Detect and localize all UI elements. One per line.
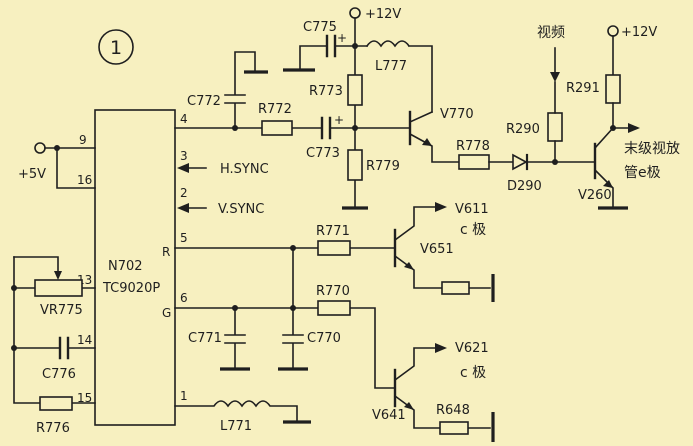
r291-label: R291 (566, 81, 600, 96)
r779-label: R779 (366, 159, 400, 174)
c775-label: C775 (303, 20, 337, 35)
v641-label: V641 (372, 408, 406, 423)
final-video-label-1: 末级视放 (624, 141, 680, 157)
pin-9-label: 9 (79, 133, 87, 147)
v611-label: V611 (455, 202, 489, 217)
r770-resistor (317, 300, 351, 316)
r776-label: R776 (36, 421, 70, 436)
pin-16-label: 16 (77, 173, 92, 187)
plus5v-label: +5V (18, 167, 46, 182)
r291-resistor (605, 74, 621, 104)
r290-resistor (547, 112, 563, 142)
figure-number: 1 (98, 29, 134, 65)
r648-label: R648 (436, 403, 470, 418)
r778-resistor (458, 154, 490, 170)
v621-label: V621 (455, 341, 489, 356)
r772-resistor (261, 120, 293, 136)
pin-5-label: 5 (180, 231, 188, 245)
pin-6-function: G (162, 306, 171, 320)
c772-label: C772 (187, 94, 221, 109)
v621-sub-label: c 极 (460, 365, 486, 381)
c773-label: C773 (306, 146, 340, 161)
pin-1-label: 1 (180, 389, 188, 403)
plus12v-a-label: +12V (365, 7, 401, 22)
video-input-label: 视频 (537, 25, 565, 41)
v770-stage: R773 R779 + C775 +12V L777 V770 R778 D29… (283, 7, 596, 210)
plus5v-supply: +5V (18, 142, 96, 189)
pin-15-label: 15 (77, 391, 92, 405)
r771-label: R771 (316, 224, 350, 239)
r651-resistor (441, 281, 470, 295)
r779-resistor (347, 149, 363, 181)
l777-label: L777 (375, 59, 407, 74)
pin-5-function: R (162, 245, 170, 259)
final-video-label-2: 管e极 (624, 165, 661, 181)
c771-label: C771 (188, 331, 222, 346)
pin-14-label: 14 (77, 333, 92, 347)
c773-plus: + (334, 113, 344, 127)
r770-label: R770 (316, 284, 350, 299)
v611-sub-label: c 极 (460, 222, 486, 238)
v260-label: V260 (578, 188, 612, 203)
r648-resistor (439, 421, 469, 435)
r772-label: R772 (258, 102, 292, 117)
plus12v-b-label: +12V (621, 25, 657, 40)
pin1-l771: L771 (174, 400, 311, 434)
v260-stage: 视频 R290 +12V R291 末级视放 管e极 V260 (506, 25, 680, 210)
vr775-network: VR775 C776 R776 (11, 256, 96, 436)
v770-label: V770 (440, 107, 474, 122)
r776-resistor (39, 396, 73, 411)
r773-label: R773 (309, 84, 343, 99)
r-channel: R771 V611 c 极 V651 (174, 202, 495, 302)
d290-label: D290 (507, 179, 542, 194)
c775-plus: + (337, 31, 347, 45)
vr775-resistor (34, 279, 83, 297)
r773-resistor (347, 74, 363, 106)
c776-label: C776 (42, 367, 76, 382)
v651-label: V651 (420, 242, 454, 257)
vsync-label: V.SYNC (218, 202, 264, 217)
r778-label: R778 (456, 139, 490, 154)
ic-part-number: TC9020P (102, 281, 160, 296)
ic-designator: N702 (108, 259, 143, 274)
pin-4-label: 4 (180, 112, 188, 126)
vr775-label: VR775 (40, 303, 83, 318)
l771-label: L771 (220, 419, 252, 434)
pin-6-label: 6 (180, 291, 188, 305)
sync-inputs: H.SYNC V.SYNC (177, 162, 269, 217)
r290-label: R290 (506, 122, 540, 137)
hsync-label: H.SYNC (220, 162, 269, 177)
c770-label: C770 (307, 331, 341, 346)
ic-n702: N702 TC9020P 9 16 13 14 15 4 3 2 5 R 6 G… (77, 109, 188, 426)
pin-2-label: 2 (180, 186, 188, 200)
pin4-chain: C772 R772 + C773 (174, 51, 356, 161)
figure-number-text: 1 (110, 37, 122, 59)
pin-3-label: 3 (180, 149, 188, 163)
g-channel: C771 C770 R770 V621 c 极 V641 R648 (174, 247, 495, 442)
r771-resistor (317, 240, 351, 256)
